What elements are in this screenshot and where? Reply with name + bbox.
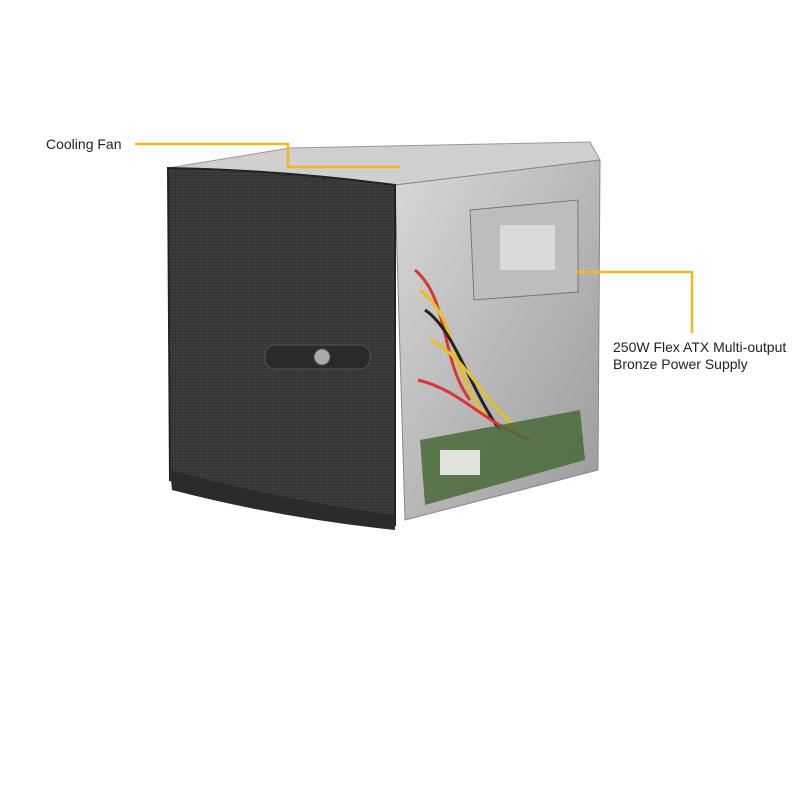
- power-supply-label-line2: Bronze Power Supply: [613, 356, 748, 372]
- power-supply-label-line1: 250W Flex ATX Multi-output: [613, 339, 787, 355]
- cooling-fan-callout-line: [135, 142, 400, 169]
- cooling-fan-label: Cooling Fan: [46, 136, 122, 152]
- lock-icon: [313, 348, 331, 366]
- motherboard: [420, 410, 585, 505]
- front-bottom-band: [170, 470, 395, 530]
- power-supply-callout-line: [575, 270, 694, 333]
